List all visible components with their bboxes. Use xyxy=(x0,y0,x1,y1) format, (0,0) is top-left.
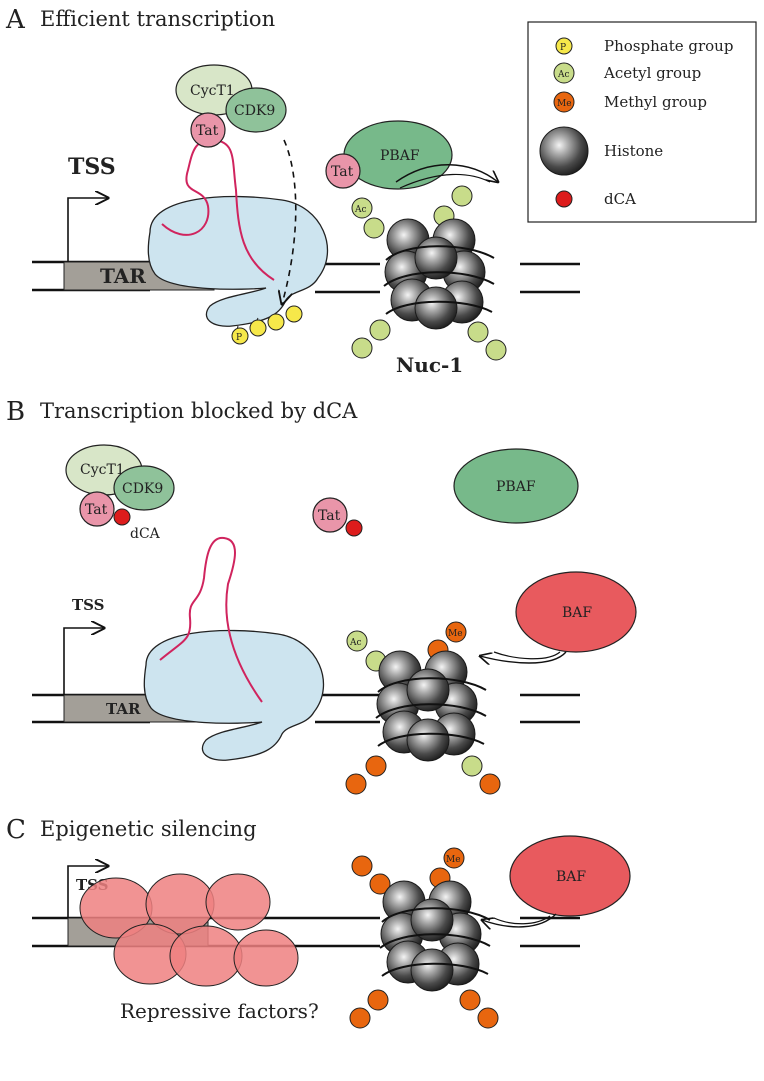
tat-pbaf xyxy=(325,153,361,189)
repressive-factors-label: Repressive factors? xyxy=(120,999,319,1023)
panel-c-title: Epigenetic silencing xyxy=(40,817,257,841)
pbaf-label-b: PBAF xyxy=(496,479,536,495)
tat-label-b: Tat xyxy=(85,502,108,518)
tat-pbaf-label: Tat xyxy=(331,164,354,180)
methyl-icon xyxy=(553,91,575,113)
acetyl-symbol-b: Ac xyxy=(349,638,362,648)
tss-arrow-b xyxy=(63,628,104,695)
cdk9-label: CDK9 xyxy=(234,103,275,119)
dca-molecule-free xyxy=(345,519,363,537)
legend-phosphate-symbol: P xyxy=(560,43,566,53)
pbaf-label: PBAF xyxy=(380,148,420,164)
baf-label-b: BAF xyxy=(562,605,592,621)
panel-a-title: Efficient transcription xyxy=(40,7,275,31)
tar-label: TAR xyxy=(100,264,146,288)
methyl-symbol-b: Me xyxy=(448,629,463,639)
panel-a-letter: A xyxy=(5,5,26,35)
nucleosome-b xyxy=(376,651,486,761)
legend-histone-label: Histone xyxy=(604,142,663,160)
tat-free xyxy=(312,497,348,533)
repressive-factors xyxy=(79,873,299,987)
nuc1-label: Nuc-1 xyxy=(396,353,463,377)
histone-icon xyxy=(539,126,589,176)
tar-label-b: TAR xyxy=(106,700,141,718)
acetyl-group: Ac xyxy=(351,185,507,361)
nascent-rna xyxy=(161,138,275,281)
legend-methyl-symbol: Me xyxy=(557,99,572,109)
cdk9-label-b: CDK9 xyxy=(122,481,163,497)
tat-protein-b xyxy=(79,491,115,527)
pbaf-complex-b xyxy=(453,448,579,524)
legend-box xyxy=(527,21,757,223)
cdk9-protein-b xyxy=(113,465,175,511)
legend: P Phosphate group Ac Acetyl group Me Met… xyxy=(527,21,757,223)
baf-remodel-arrow-b xyxy=(480,651,567,663)
dca-icon xyxy=(555,190,573,208)
nascent-rna-b xyxy=(159,536,263,703)
cyct1-label-b: CycT1 xyxy=(80,462,125,478)
tss-label-b: TSS xyxy=(72,596,105,614)
baf-label-c: BAF xyxy=(556,869,586,885)
legend-acetyl-label: Acetyl group xyxy=(603,64,701,82)
legend-methyl-label: Methyl group xyxy=(604,93,707,111)
methyl-group-c: Me xyxy=(349,847,499,1029)
phosphate-icon xyxy=(555,37,573,55)
tat-label: Tat xyxy=(196,123,219,139)
nucleosome-nuc1 xyxy=(384,219,494,329)
cdk9-protein xyxy=(225,87,287,133)
legend-acetyl-symbol: Ac xyxy=(557,70,570,80)
legend-dca-label: dCA xyxy=(604,190,636,208)
panel-b-letter: B xyxy=(6,397,25,427)
dca-molecule xyxy=(113,508,131,526)
nucleosome-c xyxy=(380,881,490,991)
baf-remodel-arrow-c xyxy=(482,913,557,927)
dca-label: dCA xyxy=(130,526,161,542)
baf-complex-c xyxy=(509,835,631,917)
panel-c: C Epigenetic silencing TSS Repressive fa… xyxy=(6,815,631,1029)
phosphorylation-arrow xyxy=(282,139,297,304)
cyct1-label: CycT1 xyxy=(190,83,235,99)
panel-a: A Efficient transcription TAR TSS P xyxy=(5,5,580,377)
rna-polymerase-b xyxy=(143,629,324,761)
tss-label: TSS xyxy=(68,154,116,180)
panel-c-letter: C xyxy=(6,815,26,845)
panel-b-title: Transcription blocked by dCA xyxy=(40,399,358,423)
acetyl-symbol: Ac xyxy=(354,205,367,215)
tat-free-label: Tat xyxy=(318,508,341,524)
pbaf-remodel-arrow xyxy=(395,164,498,182)
baf-complex-b xyxy=(515,571,637,653)
phosphate-group: P xyxy=(231,305,303,345)
tss-arrow xyxy=(67,198,108,262)
tss-arrow-c xyxy=(67,866,108,918)
phosphate-symbol: P xyxy=(236,333,242,343)
panel-b: B Transcription blocked by dCA CycT1 CDK… xyxy=(6,397,637,795)
legend-phosphate-label: Phosphate group xyxy=(604,37,733,55)
tat-protein xyxy=(190,112,226,148)
methyl-symbol-c: Me xyxy=(446,855,461,865)
acetyl-icon xyxy=(553,62,575,84)
